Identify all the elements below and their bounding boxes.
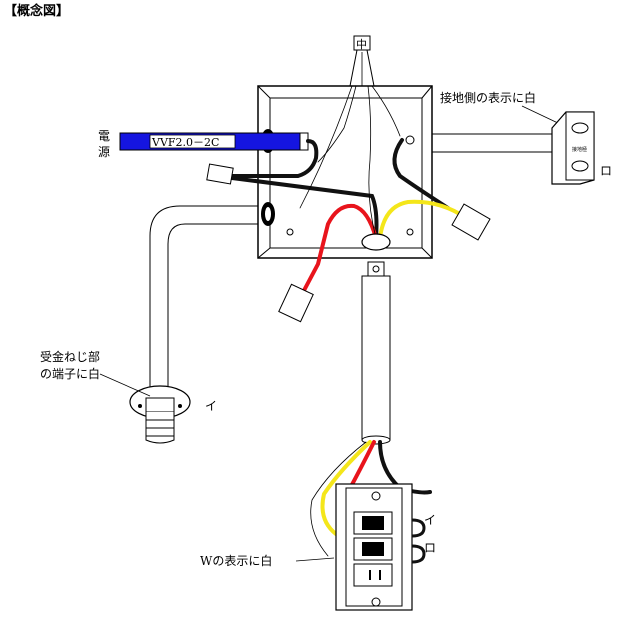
- switch-i-label: イ: [424, 513, 436, 527]
- receptacle: 接地極: [551, 111, 595, 185]
- lamp-receptacle: [129, 385, 191, 444]
- ground-side-label: 接地側の表示に白: [440, 90, 536, 105]
- receptacle-ro-label: ロ: [600, 164, 612, 178]
- switch-ro-label: ロ: [424, 541, 436, 555]
- lamp-pipe: [149, 205, 258, 392]
- top-box-label: 中: [356, 38, 367, 51]
- cable-type-label: VVF2.0－2C: [151, 136, 219, 149]
- switch-w-label: Wの表示に白: [200, 553, 272, 568]
- junction-box: [257, 85, 433, 259]
- top-ceiling-outlet: 中: [349, 35, 375, 87]
- switch-plate: [335, 483, 426, 611]
- box-wiring: [230, 85, 468, 300]
- power-label-1: 電: [98, 129, 110, 143]
- power-cable: VVF2.0－2C: [119, 132, 309, 151]
- diagram-title: 【概念図】: [4, 3, 69, 19]
- wire-connectors: [206, 163, 491, 323]
- receptacle-cable: [432, 133, 552, 153]
- lamp-i-label: イ: [205, 399, 217, 413]
- lamp-terminal-label-2: の端子に白: [40, 366, 100, 381]
- switch-conduit: [361, 261, 391, 445]
- receptacle-ground-mark: 接地極: [572, 146, 587, 153]
- lamp-terminal-label-1: 受金ねじ部: [40, 349, 100, 364]
- power-label-2: 源: [98, 145, 110, 159]
